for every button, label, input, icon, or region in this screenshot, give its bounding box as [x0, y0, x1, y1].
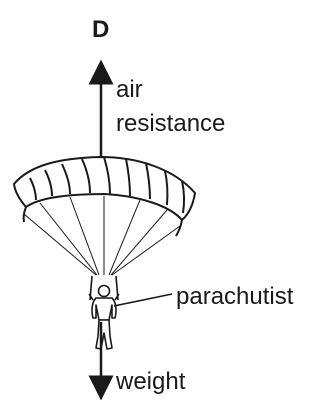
- weight-label: weight: [116, 368, 186, 395]
- parachutist-figure: [88, 275, 120, 350]
- air-resistance-label-line1: air: [116, 76, 143, 103]
- parachute-canopy: [13, 156, 196, 237]
- air-resistance-label-line2: resistance: [116, 110, 226, 137]
- parachutist-pointer: [113, 293, 173, 307]
- option-letter: D: [92, 16, 110, 43]
- suspension-lines: [23, 196, 181, 276]
- parachutist-label: parachutist: [176, 283, 294, 310]
